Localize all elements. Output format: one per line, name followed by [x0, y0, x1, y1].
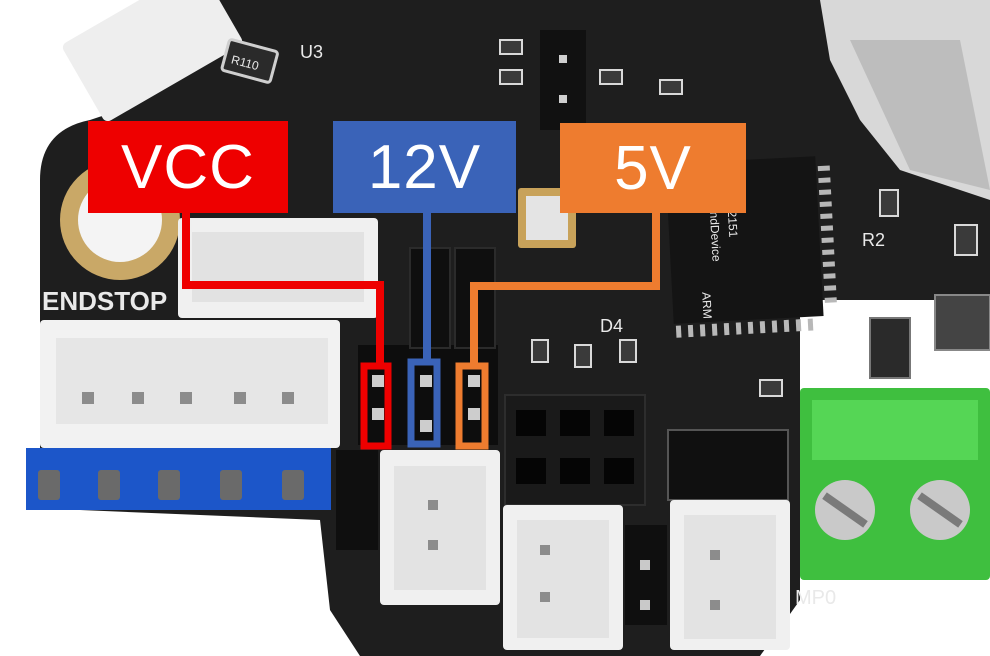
top-left-connector	[62, 0, 243, 122]
mcu-text-1: ARM	[699, 292, 714, 319]
5v-callout-text: 5V	[614, 133, 692, 203]
vcc-callout-text: VCC	[121, 132, 255, 202]
white-connector-3	[670, 500, 790, 650]
r2-label: R2	[862, 230, 885, 250]
resistor-r110	[220, 38, 279, 84]
u3-label: U3	[300, 42, 323, 62]
mcu-text-2: 2151	[725, 210, 740, 238]
inductor	[934, 294, 990, 351]
left-small-header	[336, 450, 378, 550]
5v-leader-line	[470, 212, 660, 366]
vcc-pin-highlight	[360, 362, 392, 450]
d4-label: D4	[600, 316, 623, 336]
screw-terminal	[800, 388, 990, 580]
5v-pin-highlight	[455, 362, 489, 450]
header-top	[540, 30, 586, 130]
mcu-text-3: ndDevice	[707, 211, 724, 262]
white-connector-1	[380, 450, 500, 605]
12v-callout: 12V	[333, 121, 516, 213]
smd-components	[499, 39, 978, 397]
pump-label: MP0	[795, 587, 836, 609]
blue-pin-header	[26, 448, 331, 510]
12v-callout-text: 12V	[367, 132, 482, 202]
white-connector-2	[503, 505, 623, 650]
12v-pin-highlight	[407, 358, 441, 448]
female-header	[504, 394, 646, 506]
mosfet	[667, 429, 789, 501]
5v-callout: 5V	[560, 123, 746, 213]
endstop-label: ENDSTOP	[42, 286, 167, 316]
vcc-leader-line	[182, 212, 384, 366]
vcc-callout: VCC	[88, 121, 288, 213]
endstop-connector	[40, 320, 340, 448]
diode-d4	[869, 317, 911, 379]
